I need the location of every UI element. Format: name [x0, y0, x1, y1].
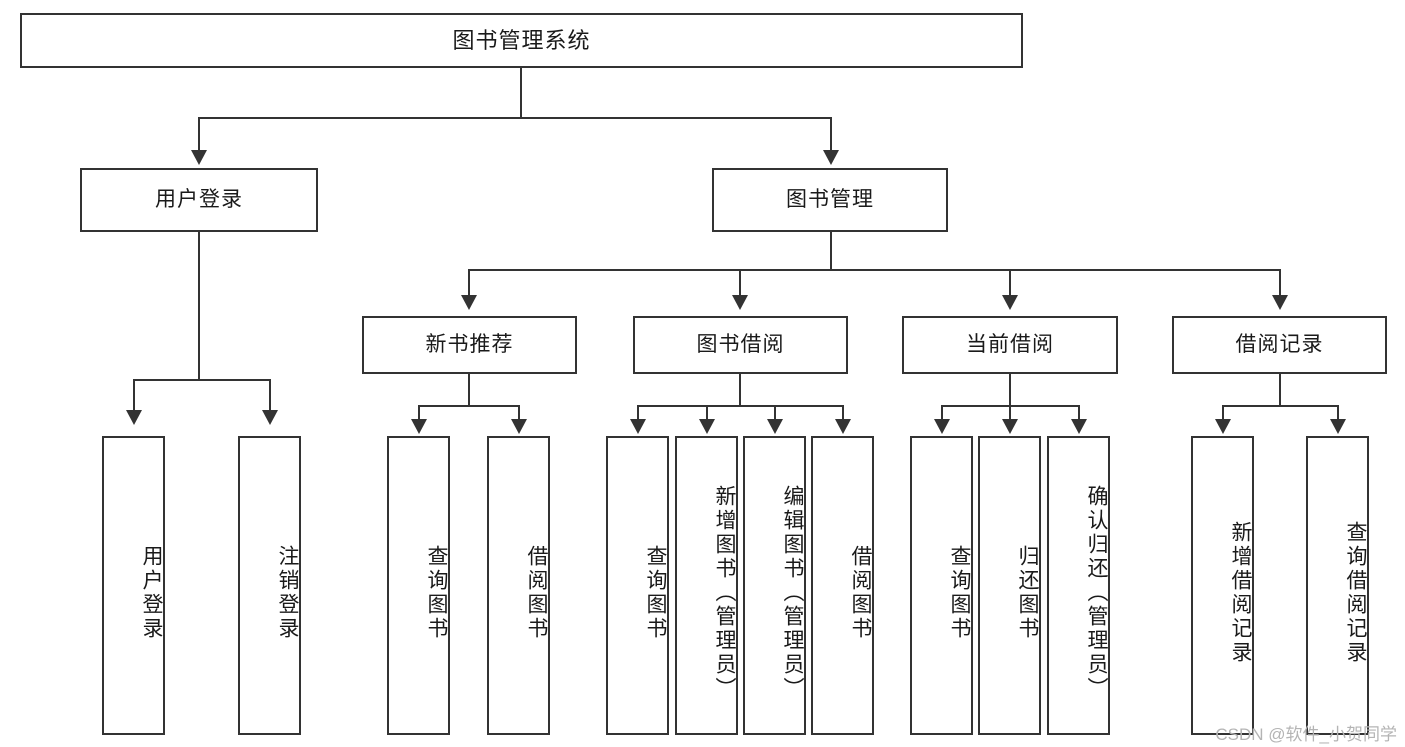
connector-drop-return-book [1009, 405, 1011, 420]
arrowhead-book-borrow [732, 295, 748, 310]
arrowhead-add-borrow-record [1215, 419, 1231, 434]
node-new-book-recommend[interactable]: 新书推荐 [362, 316, 577, 374]
leaf-borrow-book-2[interactable]: 借阅图书 [811, 436, 874, 735]
node-label: 新书推荐 [425, 332, 514, 356]
node-book-borrow[interactable]: 图书借阅 [633, 316, 848, 374]
connector-drop-book-borrow [739, 269, 741, 296]
node-label: 查询借阅记录 [1344, 520, 1367, 665]
connector-drop-query-book-3 [941, 405, 943, 420]
arrowhead-leaf-logout-login [262, 410, 278, 425]
leaf-confirm-return[interactable]: 确认归还（管理员） [1047, 436, 1110, 735]
connector-book-management-stem [830, 232, 832, 270]
leaf-add-book[interactable]: 新增图书（管理员） [675, 436, 738, 735]
leaf-logout-login[interactable]: 注销登录 [238, 436, 301, 735]
connector-new-book-recommend-stem [468, 374, 470, 406]
connector-drop-book-management [830, 117, 832, 152]
arrowhead-query-book-3 [934, 419, 950, 434]
node-label: 借阅记录 [1235, 332, 1324, 356]
arrowhead-query-book-1 [411, 419, 427, 434]
arrowhead-borrow-book-1 [511, 419, 527, 434]
node-borrow-record[interactable]: 借阅记录 [1172, 316, 1387, 374]
node-label: 图书管理系统 [452, 27, 591, 53]
arrowhead-book-management [823, 150, 839, 165]
leaf-query-book-2[interactable]: 查询图书 [606, 436, 669, 735]
connector-drop-add-borrow-record [1222, 405, 1224, 420]
connector-borrow-record-bus [1222, 405, 1339, 407]
connector-current-borrow-stem [1009, 374, 1011, 406]
leaf-user-login[interactable]: 用户登录 [102, 436, 165, 735]
node-label: 编辑图书（管理员） [781, 484, 804, 701]
arrowhead-borrow-book-2 [835, 419, 851, 434]
leaf-edit-book[interactable]: 编辑图书（管理员） [743, 436, 806, 735]
connector-level3-bus [468, 269, 1280, 271]
connector-new-book-recommend-bus [418, 405, 520, 407]
connector-drop-current-borrow [1009, 269, 1011, 296]
leaf-query-book-1[interactable]: 查询图书 [387, 436, 450, 735]
connector-book-borrow-bus [637, 405, 844, 407]
node-book-management[interactable]: 图书管理 [712, 168, 948, 232]
csdn-watermark: CSDN @软件_小贺同学 [1215, 725, 1397, 744]
connector-drop-borrow-book-2 [842, 405, 844, 420]
arrowhead-current-borrow [1002, 295, 1018, 310]
node-label: 借阅图书 [525, 544, 548, 641]
node-root-book-management-system[interactable]: 图书管理系统 [20, 13, 1023, 68]
connector-drop-leaf-logout-login [269, 379, 271, 411]
connector-drop-add-book [706, 405, 708, 420]
connector-drop-query-book-2 [637, 405, 639, 420]
connector-user-login-bus [133, 379, 270, 381]
arrowhead-return-book [1002, 419, 1018, 434]
connector-drop-leaf-user-login [133, 379, 135, 411]
connector-borrow-record-stem [1279, 374, 1281, 406]
arrowhead-confirm-return [1071, 419, 1087, 434]
arrowhead-query-book-2 [630, 419, 646, 434]
node-label: 图书借阅 [696, 332, 785, 356]
node-label: 当前借阅 [966, 332, 1054, 356]
leaf-add-borrow-record[interactable]: 新增借阅记录 [1191, 436, 1254, 735]
node-label: 查询图书 [644, 544, 667, 641]
arrowhead-add-book [699, 419, 715, 434]
connector-drop-query-borrow-record [1337, 405, 1339, 420]
leaf-query-borrow-record[interactable]: 查询借阅记录 [1306, 436, 1369, 735]
node-label: 查询图书 [948, 544, 971, 641]
connector-drop-query-book-1 [418, 405, 420, 420]
arrowhead-new-book-recommend [461, 295, 477, 310]
node-label: 确认归还（管理员） [1085, 484, 1108, 701]
connector-drop-edit-book [774, 405, 776, 420]
leaf-query-book-3[interactable]: 查询图书 [910, 436, 973, 735]
node-label: 用户登录 [155, 187, 243, 211]
connector-drop-borrow-record [1279, 269, 1281, 296]
arrowhead-borrow-record [1272, 295, 1288, 310]
arrowhead-user-login [191, 150, 207, 165]
connector-drop-user-login [198, 117, 200, 152]
node-label: 借阅图书 [849, 544, 872, 641]
connector-drop-borrow-book-1 [518, 405, 520, 420]
node-user-login[interactable]: 用户登录 [80, 168, 318, 232]
node-label: 查询图书 [425, 544, 448, 641]
arrowhead-edit-book [767, 419, 783, 434]
node-label: 归还图书 [1016, 544, 1039, 641]
connector-user-login-stem [198, 232, 200, 380]
connector-drop-new-book-recommend [468, 269, 470, 296]
arrowhead-query-borrow-record [1330, 419, 1346, 434]
connector-root-stem [520, 68, 522, 118]
arrowhead-leaf-user-login [126, 410, 142, 425]
connector-drop-confirm-return [1078, 405, 1080, 420]
node-label: 用户登录 [140, 544, 163, 641]
leaf-borrow-book-1[interactable]: 借阅图书 [487, 436, 550, 735]
node-label: 图书管理 [786, 187, 874, 211]
node-label: 新增借阅记录 [1229, 520, 1252, 665]
leaf-return-book[interactable]: 归还图书 [978, 436, 1041, 735]
connector-book-borrow-stem [739, 374, 741, 406]
connector-root-bus [198, 117, 832, 119]
node-label: 新增图书（管理员） [713, 484, 736, 701]
node-label: 注销登录 [276, 544, 299, 641]
node-current-borrow[interactable]: 当前借阅 [902, 316, 1118, 374]
